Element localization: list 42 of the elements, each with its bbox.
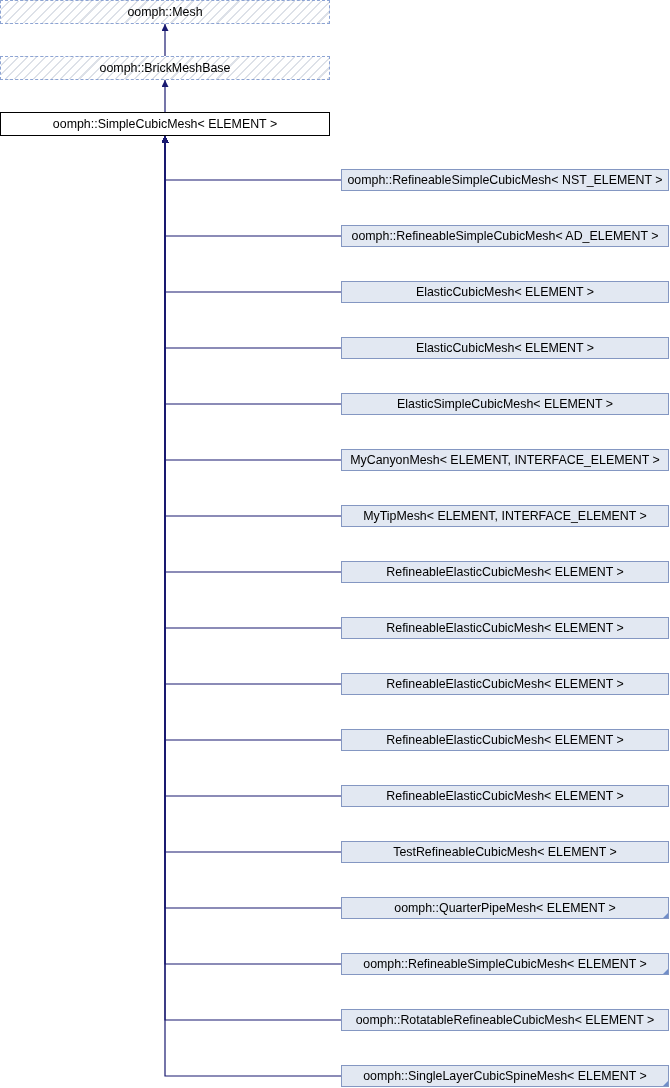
class-box xyxy=(341,561,669,583)
class-name: ElasticSimpleCubicMesh< ELEMENT > xyxy=(397,396,613,412)
class-box xyxy=(341,785,669,807)
class-name: RefineableElasticCubicMesh< ELEMENT > xyxy=(386,620,624,636)
class-box xyxy=(341,897,669,919)
class-name: oomph::RotatableRefineableCubicMesh< ELEMENT > xyxy=(355,1012,655,1028)
class-name: oomph::BrickMeshBase xyxy=(99,60,231,76)
class-box xyxy=(341,953,669,975)
class-box xyxy=(341,169,669,191)
external-class-box xyxy=(0,0,330,24)
class-name: MyTipMesh< ELEMENT, INTERFACE_ELEMENT > xyxy=(363,508,647,524)
class-box xyxy=(341,841,669,863)
class-box xyxy=(341,337,669,359)
class-box xyxy=(341,673,669,695)
class-name: oomph::SimpleCubicMesh< ELEMENT > xyxy=(52,116,278,132)
class-box xyxy=(341,729,669,751)
class-name: RefineableElasticCubicMesh< ELEMENT > xyxy=(386,676,624,692)
class-name: ElasticCubicMesh< ELEMENT > xyxy=(415,340,595,356)
class-name: oomph::RefineableSimpleCubicMesh< ELEMENT > xyxy=(363,956,647,972)
class-name: oomph::QuarterPipeMesh< ELEMENT > xyxy=(394,900,616,916)
class-name: ElasticCubicMesh< ELEMENT > xyxy=(415,284,595,300)
class-box xyxy=(341,617,669,639)
class-name: oomph::RefineableSimpleCubicMesh< AD_ELEMENT > xyxy=(351,228,659,244)
class-name: oomph::RefineableSimpleCubicMesh< NST_ELEMENT > xyxy=(347,172,663,188)
class-box xyxy=(0,112,330,136)
class-name: RefineableElasticCubicMesh< ELEMENT > xyxy=(386,732,624,748)
class-box xyxy=(341,281,669,303)
class-box xyxy=(341,505,669,527)
inheritance-arrow xyxy=(161,79,169,113)
class-box xyxy=(341,449,669,471)
class-box xyxy=(341,225,669,247)
class-name: RefineableElasticCubicMesh< ELEMENT > xyxy=(386,564,624,580)
class-box xyxy=(341,393,669,415)
external-class-box xyxy=(0,56,330,80)
class-box xyxy=(341,1009,669,1031)
class-name: MyCanyonMesh< ELEMENT, INTERFACE_ELEMENT > xyxy=(350,452,660,468)
class-name: oomph::SingleLayerCubicSpineMesh< ELEMENT > xyxy=(363,1068,647,1084)
class-name: RefineableElasticCubicMesh< ELEMENT > xyxy=(386,788,624,804)
class-name: TestRefineableCubicMesh< ELEMENT > xyxy=(393,844,617,860)
inheritance-arrow xyxy=(161,23,169,57)
class-box xyxy=(341,1065,669,1087)
class-name: oomph::Mesh xyxy=(127,4,203,20)
